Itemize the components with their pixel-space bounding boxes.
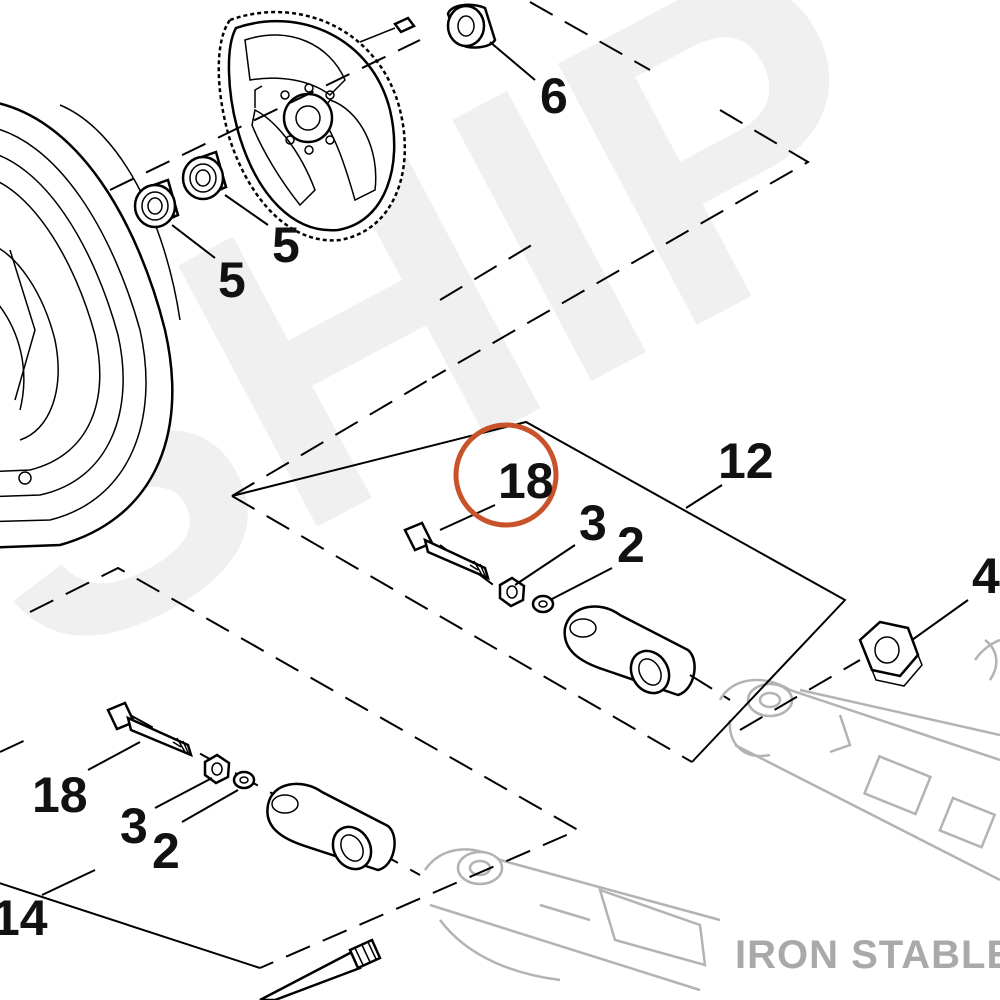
callout-2: 2: [152, 823, 180, 879]
callout-3: 3: [120, 798, 148, 854]
bearing-5a: [133, 178, 180, 229]
callout-4: 4: [972, 548, 1000, 604]
callout-18: 18: [32, 767, 88, 823]
brand-logo: IRON STABLE: [735, 933, 1000, 977]
adjuster-assembly-12: [231, 420, 847, 763]
callout-14: 14: [0, 890, 48, 946]
rear-wheel: [0, 102, 181, 549]
axle-nut-4: [739, 620, 923, 731]
callout-18: 18: [498, 453, 554, 509]
bearing-5b: [181, 150, 228, 201]
callout-2: 2: [617, 517, 645, 573]
callout-5: 5: [272, 217, 300, 273]
callout-12: 12: [718, 433, 774, 489]
spacer-6: [446, 3, 497, 49]
callout-6: 6: [540, 68, 568, 124]
axle-dashed-box: [109, 1, 810, 497]
callout-labels: 6 5 5 18 12 3 2 4 18 3 2 14: [0, 68, 1000, 946]
sprocket-bolt: [359, 16, 416, 43]
highlight-circle: [453, 422, 559, 528]
adjuster-assembly-14: [0, 566, 581, 969]
swingarm-ghost: [423, 638, 1000, 992]
sprocket: [217, 10, 407, 242]
leader-lines: [41, 41, 969, 896]
axle: [259, 938, 382, 1000]
callout-3: 3: [579, 495, 607, 551]
callout-5: 5: [218, 252, 246, 308]
